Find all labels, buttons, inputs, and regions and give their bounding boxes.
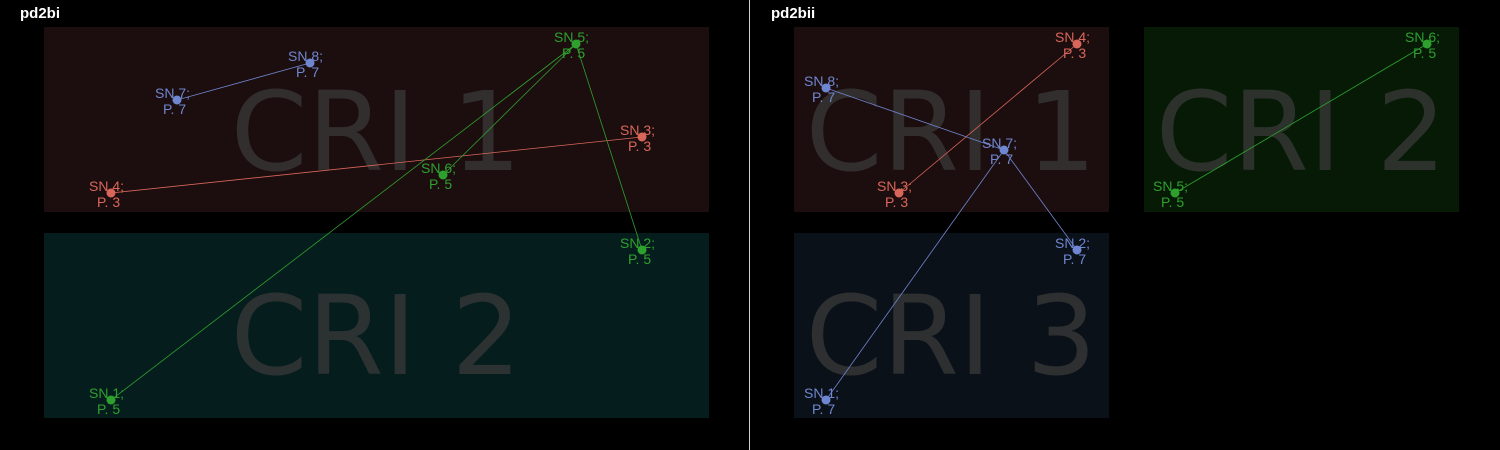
- node-id-label: SN 1;: [89, 385, 124, 401]
- region-label: CRI 3: [806, 272, 1097, 400]
- panel-title: pd2bii: [771, 5, 816, 22]
- node-dot: [999, 145, 1009, 155]
- region-label: CRI 1: [231, 68, 522, 196]
- node-p-label: P. 7: [1063, 251, 1086, 267]
- node-dot: [438, 170, 448, 180]
- node-p-label: P. 5: [628, 251, 651, 267]
- node-dot: [106, 188, 116, 198]
- node-id-label: SN 6;: [1405, 29, 1440, 45]
- node-dot: [637, 245, 647, 255]
- node-p-label: P. 5: [1161, 194, 1184, 210]
- node-p-label: P. 3: [97, 194, 120, 210]
- region-box: [794, 233, 1109, 418]
- node-id-label: SN 5;: [554, 29, 589, 45]
- node-p-label: P. 5: [97, 401, 120, 417]
- region-label: CRI 2: [231, 272, 522, 400]
- node-dot: [894, 188, 904, 198]
- node-id-label: SN 8;: [804, 73, 839, 89]
- node-p-label: P. 5: [429, 176, 452, 192]
- node-p-label: P. 5: [562, 45, 585, 61]
- node-dot: [305, 58, 315, 68]
- region-box: [44, 233, 709, 418]
- region-box: [794, 27, 1109, 212]
- node-id-label: SN 3;: [877, 178, 912, 194]
- node-dot: [821, 395, 831, 405]
- node-dot: [821, 83, 831, 93]
- node-p-label: P. 7: [163, 101, 186, 117]
- region-label: CRI 2: [1156, 68, 1447, 196]
- node-id-label: SN 4;: [89, 178, 124, 194]
- node-dot: [1170, 188, 1180, 198]
- node-dot: [1072, 39, 1082, 49]
- node-id-label: SN 2;: [1055, 235, 1090, 251]
- node-dot: [637, 132, 647, 142]
- node-id-label: SN 5;: [1153, 178, 1188, 194]
- node-id-label: SN 8;: [288, 48, 323, 64]
- node-id-label: SN 7;: [982, 135, 1017, 151]
- node-p-label: P. 7: [296, 64, 319, 80]
- node-p-label: P. 3: [885, 194, 908, 210]
- edge-line: [1174, 43, 1428, 194]
- edge-line: [110, 43, 577, 401]
- node-p-label: P. 7: [812, 401, 835, 417]
- node-id-label: SN 4;: [1055, 29, 1090, 45]
- node-dot: [571, 39, 581, 49]
- node-dot: [1072, 245, 1082, 255]
- node-dot: [172, 95, 182, 105]
- node-p-label: P. 7: [990, 151, 1013, 167]
- node-p-label: P. 7: [812, 89, 835, 105]
- node-p-label: P. 3: [628, 138, 651, 154]
- edge-line: [575, 43, 643, 251]
- edge-line: [825, 87, 1005, 151]
- node-id-label: SN 2;: [620, 235, 655, 251]
- edge-line: [110, 136, 643, 194]
- edge-line: [825, 149, 1005, 401]
- panel-title: pd2bi: [20, 5, 60, 22]
- edge-line: [898, 43, 1078, 194]
- node-id-label: SN 6;: [421, 160, 456, 176]
- edge-line: [1003, 149, 1078, 251]
- node-dot: [106, 395, 116, 405]
- node-dot: [1422, 39, 1432, 49]
- node-id-label: SN 1;: [804, 385, 839, 401]
- edge-line: [176, 62, 311, 101]
- edge-line: [442, 43, 577, 176]
- node-id-label: SN 7;: [155, 85, 190, 101]
- node-id-label: SN 3;: [620, 122, 655, 138]
- node-p-label: P. 5: [1413, 45, 1436, 61]
- region-box: [44, 27, 709, 212]
- region-box: [1144, 27, 1459, 212]
- node-p-label: P. 3: [1063, 45, 1086, 61]
- region-label: CRI 1: [806, 68, 1097, 196]
